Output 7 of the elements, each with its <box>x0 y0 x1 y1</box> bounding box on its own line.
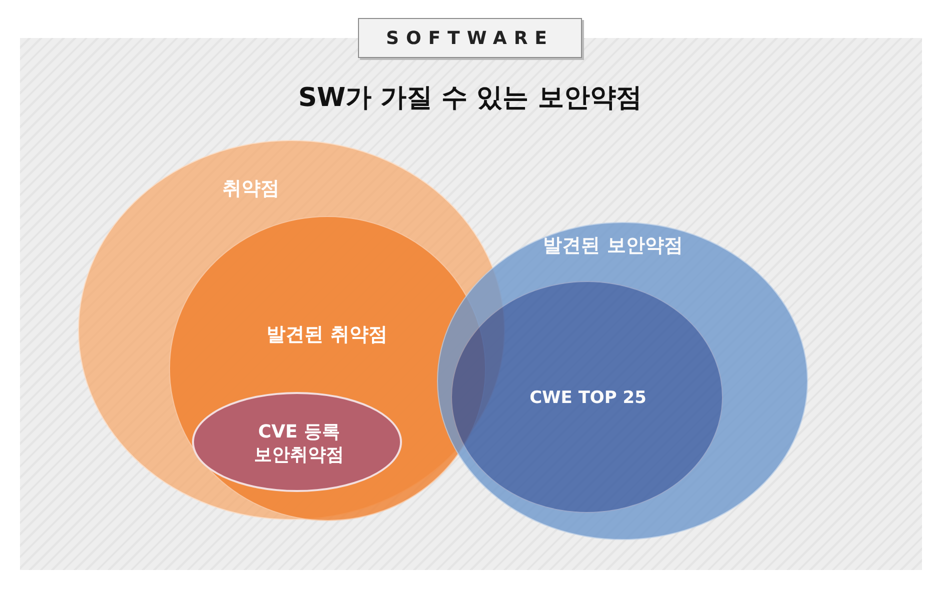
title: SW가 가질 수 있는 보안약점 <box>297 82 643 115</box>
node-label: 발견된 보안약점 <box>543 234 683 258</box>
node-label: CWE TOP 25 <box>530 386 646 410</box>
node-label: CVE 등록 보안취약점 <box>253 420 345 468</box>
node-label: 발견된 취약점 <box>266 322 388 348</box>
node-label: 취약점 <box>222 176 280 202</box>
section-tab: SOFTWARE <box>358 18 582 58</box>
